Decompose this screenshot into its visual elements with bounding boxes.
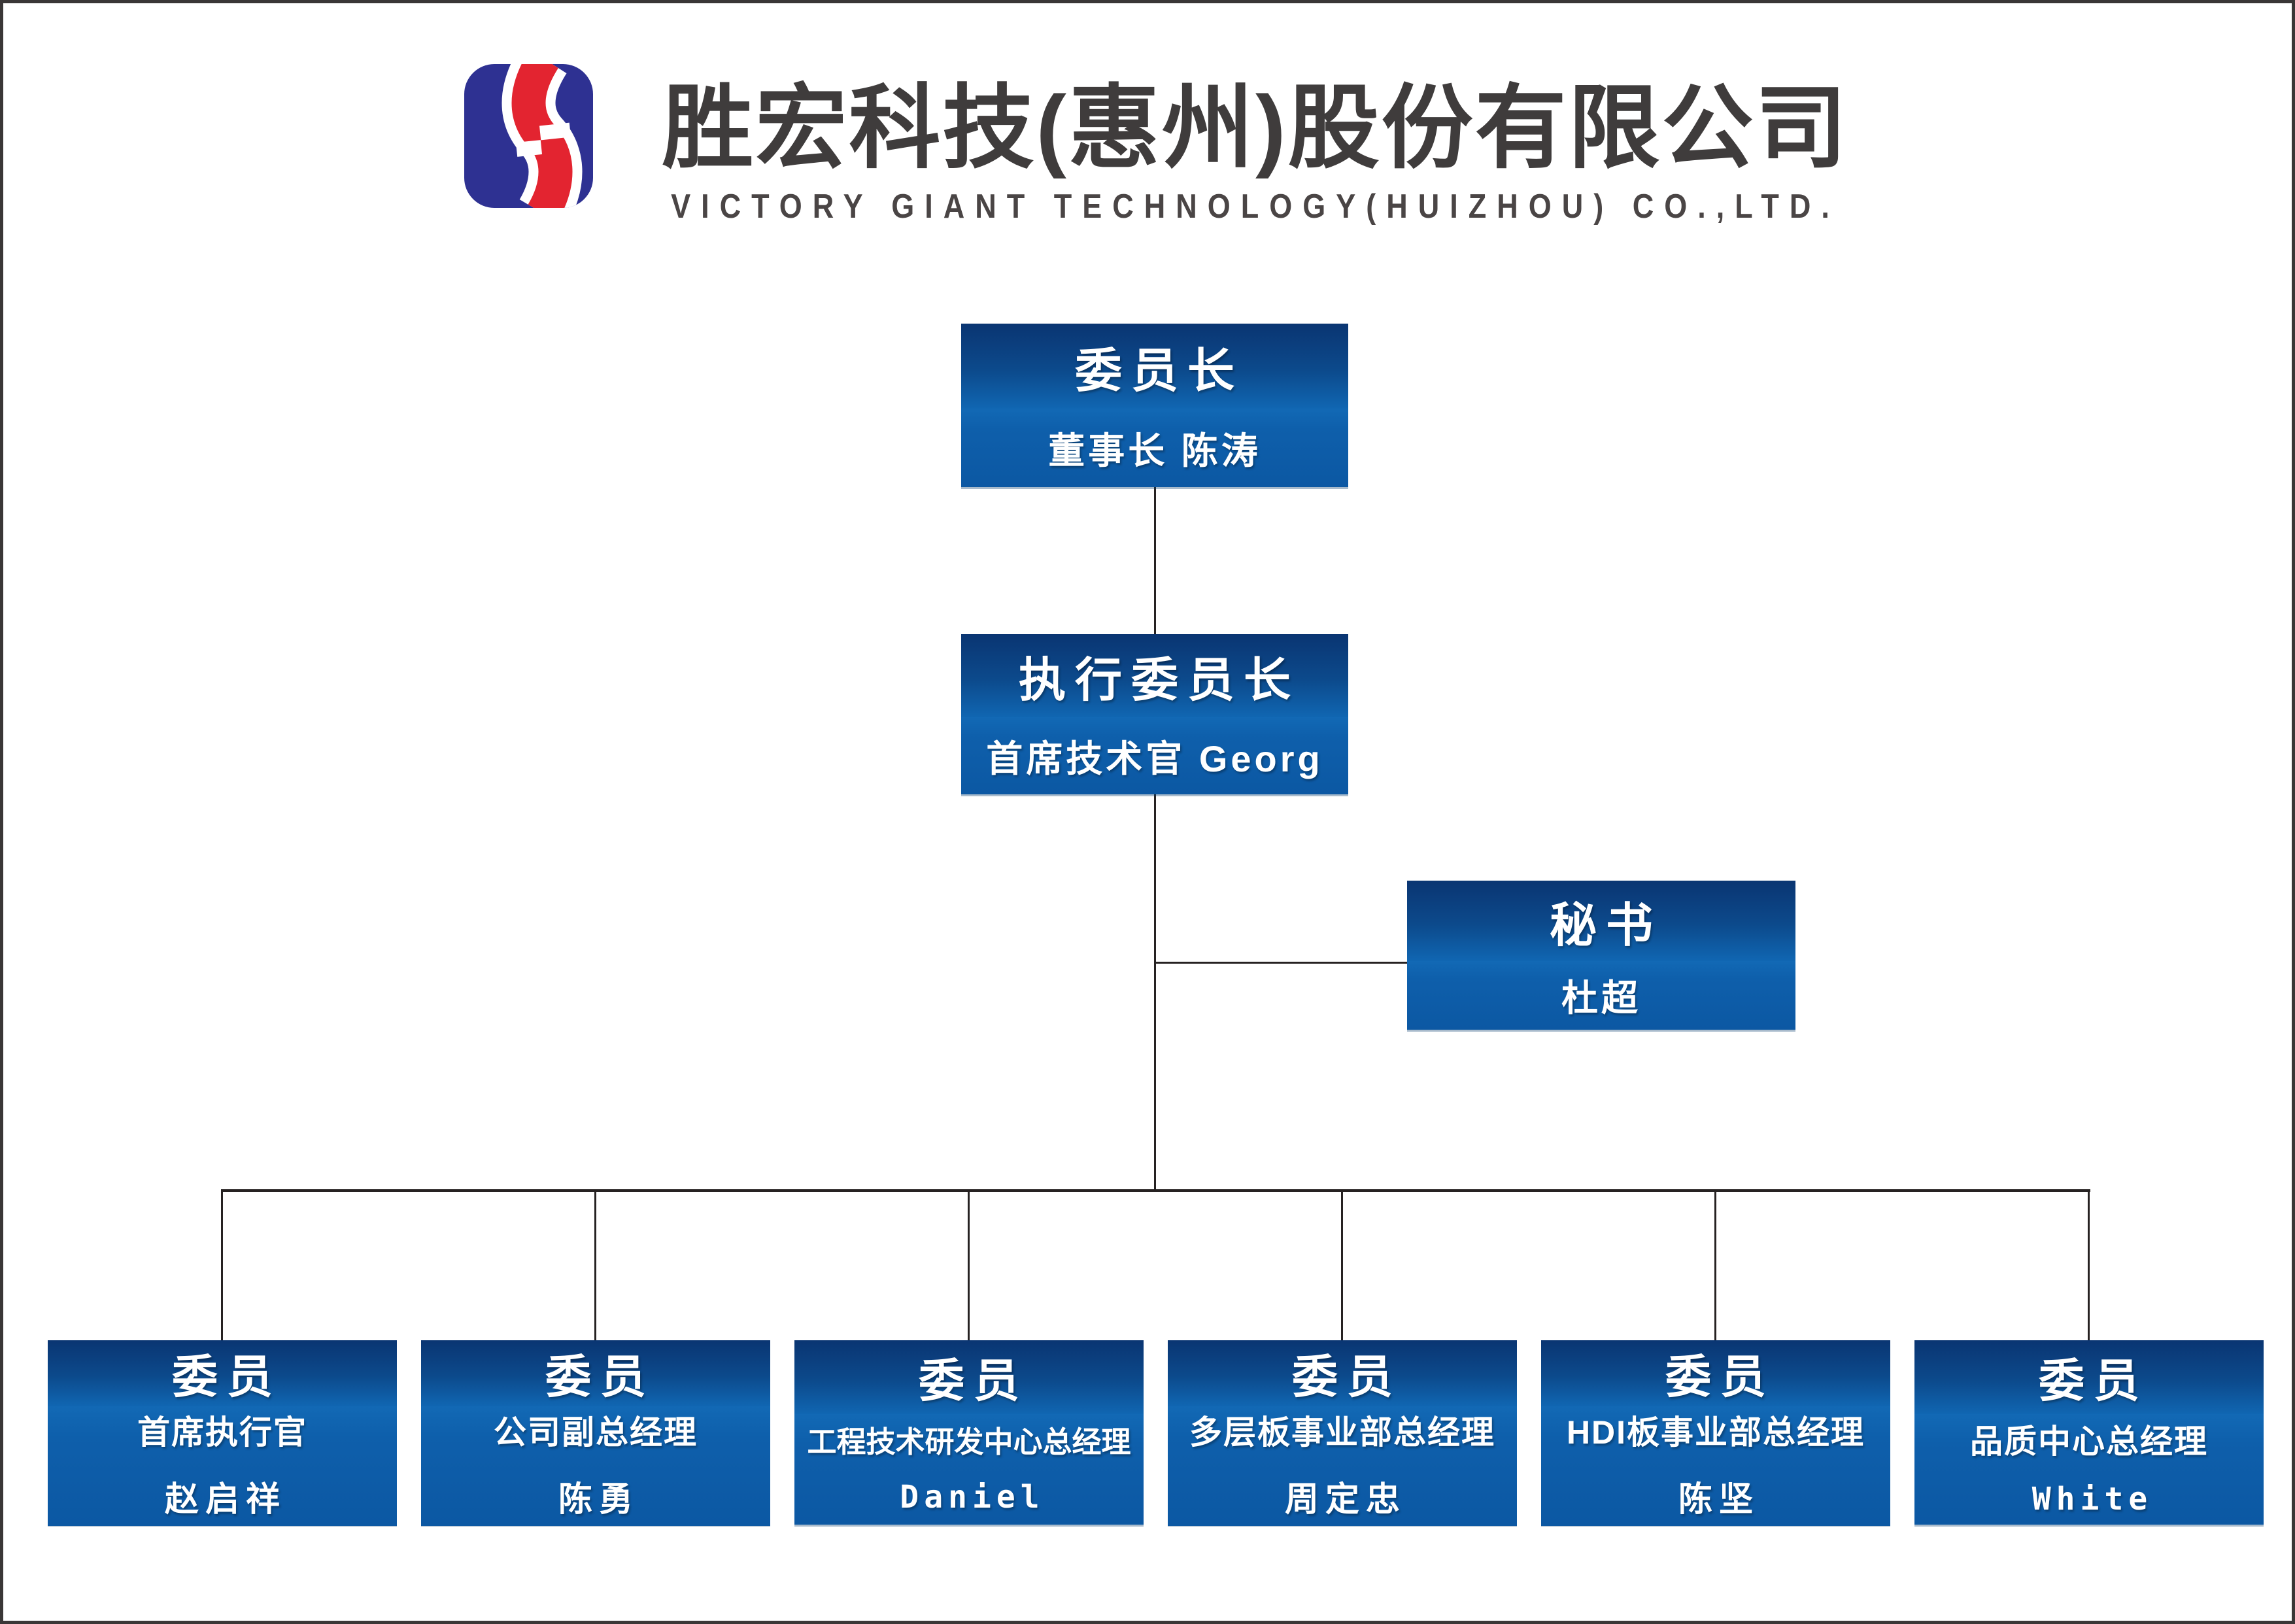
connector-executive-trunk — [1154, 794, 1156, 1191]
node-member-rnd-center: 委员 工程技术研发中心总经理 Daniel — [794, 1340, 1144, 1525]
chairman-title: 委员长 — [1074, 345, 1244, 398]
node-member-multilayer-bu: 委员 多层板事业部总经理 周定忠 — [1168, 1340, 1517, 1526]
secretary-title: 秘书 — [1549, 900, 1662, 953]
member-name: 赵启祥 — [164, 1481, 286, 1519]
member-title: 委员 — [1665, 1351, 1775, 1402]
company-name-english: VICTORY GIANT TECHNOLOGY(HUIZHOU) CO.,LT… — [671, 187, 1840, 226]
member-title: 委员 — [2039, 1355, 2149, 1406]
member-role: 公司副总经理 — [494, 1414, 698, 1451]
company-logo-icon — [464, 64, 593, 208]
member-name: White — [2032, 1481, 2153, 1518]
node-member-deputy-gm: 委员 公司副总经理 陈勇 — [421, 1340, 770, 1526]
connector-chairman-executive — [1154, 487, 1156, 634]
member-name: 周定忠 — [1284, 1481, 1406, 1519]
member-title: 委员 — [1292, 1351, 1402, 1402]
connector-drop-member-6 — [2088, 1191, 2090, 1340]
connector-drop-member-1 — [221, 1191, 223, 1340]
executive-person: 首席技术官 Georg — [986, 737, 1323, 779]
node-chairman: 委员长 董事长 陈涛 — [961, 324, 1348, 487]
member-name: Daniel — [900, 1478, 1045, 1515]
member-title: 委员 — [545, 1351, 655, 1402]
connector-drop-member-5 — [1714, 1191, 1716, 1340]
connector-drop-member-3 — [968, 1191, 970, 1340]
member-title: 委员 — [172, 1351, 282, 1402]
member-role: 多层板事业部总经理 — [1189, 1414, 1495, 1451]
connector-drop-member-2 — [594, 1191, 596, 1340]
node-executive-chairman: 执行委员长 首席技术官 Georg — [961, 634, 1348, 794]
node-member-quality-center: 委员 品质中心总经理 White — [1914, 1340, 2264, 1525]
member-role: 首席执行官 — [137, 1414, 307, 1451]
member-role: HDI板事业部总经理 — [1566, 1414, 1865, 1451]
node-secretary: 秘书 杜超 — [1407, 881, 1795, 1030]
member-role: 品质中心总经理 — [1970, 1423, 2208, 1461]
connector-drop-member-4 — [1341, 1191, 1343, 1340]
connector-secretary-branch — [1155, 962, 1407, 964]
company-name-chinese: 胜宏科技(惠州)股份有限公司 — [662, 76, 1849, 179]
executive-title: 执行委员长 — [1018, 654, 1300, 707]
member-name: 陈勇 — [558, 1481, 639, 1519]
node-member-ceo: 委员 首席执行官 赵启祥 — [48, 1340, 397, 1526]
secretary-person: 杜超 — [1561, 977, 1641, 1019]
node-member-hdi-bu: 委员 HDI板事业部总经理 陈坚 — [1541, 1340, 1890, 1526]
member-name: 陈坚 — [1678, 1481, 1760, 1519]
member-title: 委员 — [919, 1355, 1028, 1406]
connector-members-bus — [221, 1189, 2090, 1192]
member-role: 工程技术研发中心总经理 — [807, 1425, 1131, 1459]
chairman-person: 董事长 陈涛 — [1048, 430, 1261, 471]
